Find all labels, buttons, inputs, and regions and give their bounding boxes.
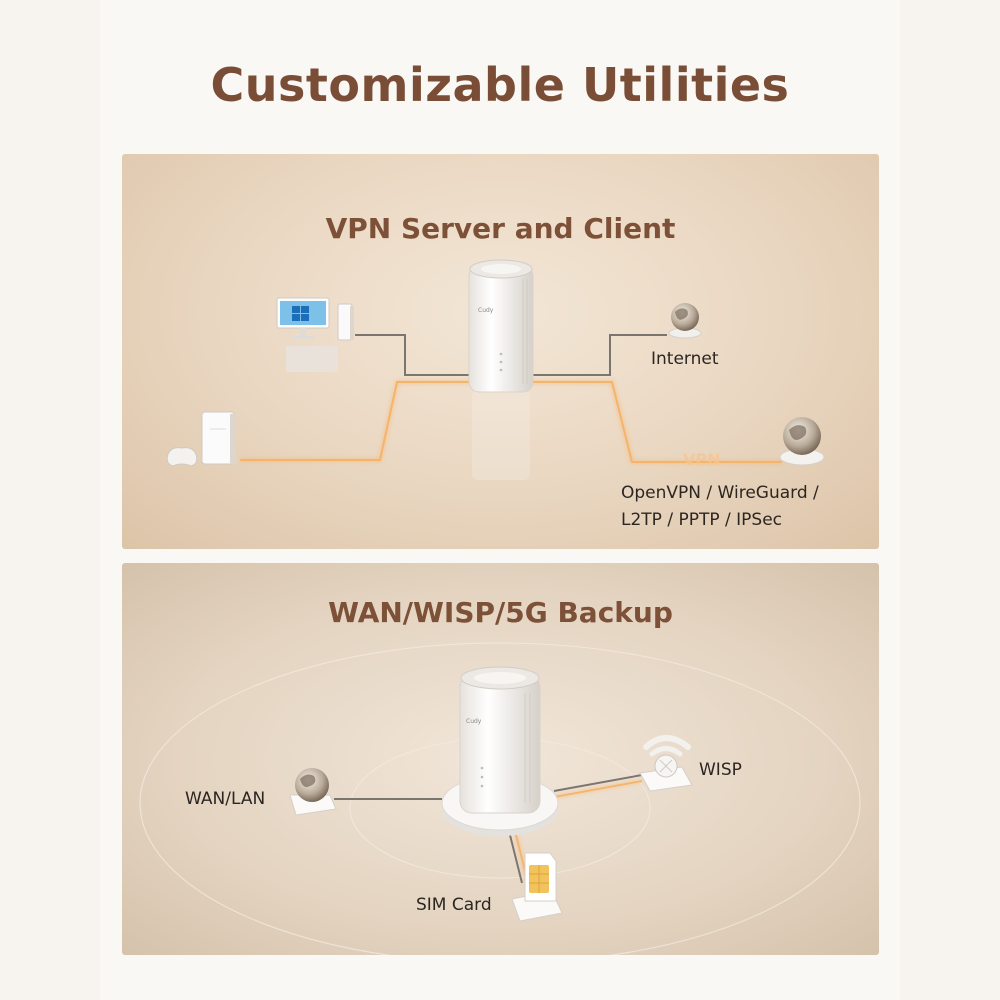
ring-outer bbox=[139, 642, 861, 955]
cable-wisp bbox=[553, 774, 643, 792]
sim-card-label: SIM Card bbox=[416, 895, 492, 915]
vpn-protocols-line2: L2TP / PPTP / IPSec bbox=[621, 510, 782, 530]
svg-text:Cudy: Cudy bbox=[466, 718, 482, 725]
globe-icon bbox=[779, 417, 825, 466]
nas-icon bbox=[201, 411, 236, 465]
computer-monitor-icon bbox=[276, 297, 338, 372]
wan-panel-heading: WAN/WISP/5G Backup bbox=[328, 596, 673, 629]
internet-label: Internet bbox=[651, 349, 719, 369]
svg-text:Cudy: Cudy bbox=[478, 307, 494, 314]
router-icon: Cudy bbox=[468, 259, 534, 393]
game-controller-icon bbox=[166, 447, 198, 467]
cable-sim bbox=[509, 834, 523, 884]
router-reflection bbox=[472, 390, 530, 480]
sim-card-icon bbox=[511, 852, 563, 922]
wifi-access-point-icon bbox=[639, 735, 693, 792]
cable-wisp-glow bbox=[553, 780, 643, 798]
cable-lan-glow bbox=[240, 381, 472, 461]
globe-icon bbox=[289, 768, 337, 816]
vpn-panel: VPN Server and Client bbox=[122, 154, 879, 549]
cable-internet bbox=[530, 334, 667, 376]
vpn-panel-heading: VPN Server and Client bbox=[325, 212, 676, 245]
pc-tower-icon bbox=[337, 303, 354, 341]
cable-vpn-glow bbox=[530, 381, 782, 463]
wan-lan-label: WAN/LAN bbox=[185, 789, 266, 809]
globe-icon bbox=[668, 303, 702, 339]
wan-panel: WAN/WISP/5G Backup bbox=[122, 563, 879, 955]
router-icon: Cudy bbox=[459, 666, 541, 814]
vpn-tag: VPN bbox=[683, 450, 721, 469]
wisp-label: WISP bbox=[699, 760, 742, 780]
wan-diagram: Cudy bbox=[139, 642, 861, 955]
vpn-protocols-line1: OpenVPN / WireGuard / bbox=[621, 483, 819, 503]
vpn-diagram: Cudy bbox=[166, 259, 825, 480]
page-title: Customizable Utilities bbox=[210, 58, 790, 112]
cable-pc bbox=[355, 334, 472, 376]
